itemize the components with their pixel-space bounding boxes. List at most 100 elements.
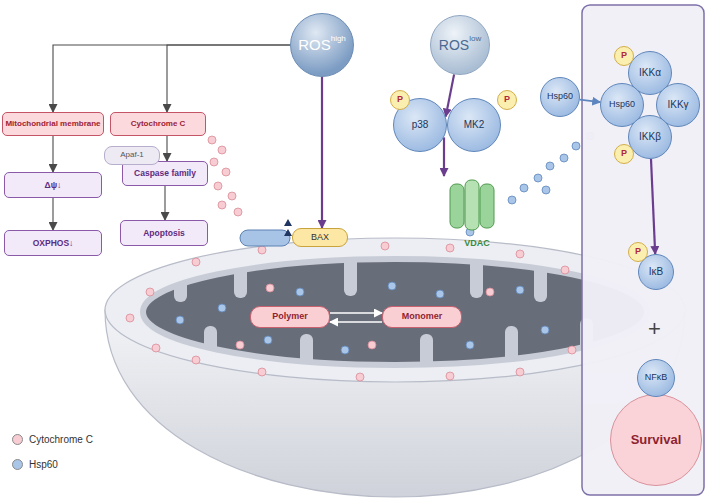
nfkb-pathway-panel	[582, 5, 704, 495]
state-box: Polymer	[250, 306, 330, 328]
connector	[322, 77, 323, 228]
connector-line	[651, 159, 655, 254]
connector-line	[321, 77, 323, 228]
hsp60-dot	[516, 286, 524, 294]
crista	[534, 250, 547, 302]
cytochrome-dot	[368, 341, 376, 349]
cytochrome-dot	[210, 158, 218, 166]
vdac-channel	[450, 180, 494, 230]
legend-text: Cytochrome C	[29, 434, 93, 445]
connector-line	[580, 100, 600, 103]
cytochrome-dot	[516, 368, 524, 376]
crista	[174, 250, 187, 302]
cytochrome-dot	[446, 372, 454, 380]
hsp60-dot	[296, 288, 304, 296]
crista	[300, 334, 313, 379]
crista	[420, 334, 433, 379]
connector	[53, 198, 54, 230]
connector-line	[443, 137, 445, 176]
connector	[444, 137, 445, 176]
hsp60-dot	[546, 162, 554, 170]
node-text: P	[504, 95, 510, 104]
vdac-subunit	[465, 180, 479, 230]
connector-line	[330, 312, 382, 313]
operator-label: +	[648, 316, 661, 342]
hsp60-dot	[176, 316, 184, 324]
node-text: Apaf-1	[120, 151, 144, 159]
node-text: OXPHOS↓	[33, 239, 74, 248]
legend-row: Cytochrome C	[12, 434, 93, 445]
node-text: P	[635, 247, 641, 256]
cytochrome-dot	[192, 258, 200, 266]
connector-line	[52, 136, 53, 172]
connector	[167, 136, 168, 161]
node-text: low	[469, 35, 481, 43]
channel-label-box: VDAC	[436, 176, 518, 248]
membrane-protein	[240, 230, 290, 246]
hsp60-dot	[466, 341, 474, 349]
cytochrome-dot	[214, 182, 222, 190]
node-text: Mitochondrial membrane	[5, 120, 100, 128]
node-text: VDAC	[464, 239, 490, 248]
connector	[580, 100, 600, 103]
hsp60-dot	[508, 196, 516, 204]
cytochrome-dot	[266, 284, 274, 292]
phospho-badge: P	[614, 144, 634, 164]
crista	[470, 250, 483, 298]
cytochrome-dot	[152, 344, 160, 352]
connector-line	[166, 136, 167, 161]
process-box: Mitochondrial membrane	[2, 112, 104, 136]
node-text: Hsp60	[547, 92, 573, 101]
cytochrome-dot	[192, 356, 200, 364]
cytochrome-dot	[228, 192, 236, 200]
outcome-circle: Survival	[610, 394, 702, 486]
node-text: P	[397, 95, 403, 104]
node-text: IKKγ	[667, 100, 688, 111]
hsp60-dot	[541, 326, 549, 334]
node-text: Δψ↓	[45, 181, 62, 190]
cytochrome-dot	[258, 368, 266, 376]
node-text: Cytochrome C	[131, 120, 186, 128]
crista	[204, 326, 217, 376]
node-text: MK2	[464, 120, 485, 131]
cytochrome-dot	[516, 250, 524, 258]
node-text: ROS	[439, 38, 469, 53]
cytochrome-dot	[446, 244, 454, 252]
hsp60-dots	[176, 132, 594, 354]
connector	[330, 322, 382, 323]
phospho-badge: P	[628, 242, 648, 262]
phospho-badge: P	[390, 90, 410, 110]
hsp60-dot	[388, 282, 396, 290]
legend-swatch	[12, 434, 23, 445]
phospho-badge: P	[497, 90, 517, 110]
node-text: Monomer	[402, 312, 443, 321]
process-box: Apoptosis	[120, 220, 208, 246]
node-text: Hsp60	[609, 100, 635, 109]
cytochrome-dot	[486, 288, 494, 296]
ros-circle: ROShigh	[290, 13, 354, 77]
inner-membrane-matrix	[143, 259, 647, 365]
connector	[53, 45, 290, 112]
hsp60-dot	[560, 154, 568, 162]
protein-circle: Hsp60	[540, 77, 580, 117]
hsp60-dot	[534, 174, 542, 182]
node-text: Caspase family	[134, 169, 196, 178]
kinase-circle: MK2	[447, 98, 501, 152]
cytochrome-dot	[126, 314, 134, 322]
cytochrome-c-dots	[126, 136, 576, 381]
connector-line	[167, 45, 290, 112]
process-box: Δψ↓	[4, 172, 102, 198]
protein-circle: NFκB	[637, 359, 675, 397]
cytochrome-dot	[146, 288, 154, 296]
node-text: high	[331, 35, 346, 43]
cytochrome-dot	[381, 242, 389, 250]
cytochrome-dot	[218, 201, 226, 209]
node-text: NFκB	[645, 373, 668, 382]
crista	[234, 250, 247, 298]
process-box: Cytochrome C	[110, 112, 206, 136]
hsp60-dot	[341, 346, 349, 354]
node-text: Survival	[631, 433, 682, 447]
ros-circle: ROSlow	[430, 15, 490, 75]
